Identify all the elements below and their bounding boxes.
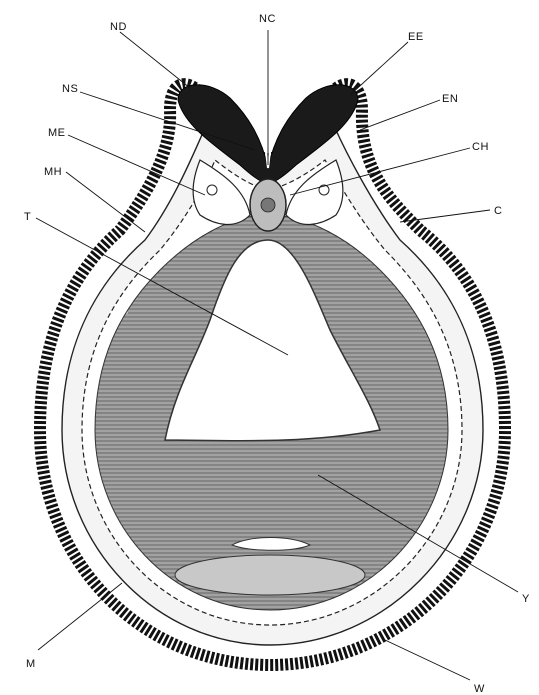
label-ch: CH: [472, 141, 489, 153]
label-m: M: [26, 658, 36, 670]
label-nc: NC: [259, 13, 276, 25]
label-c: C: [494, 205, 502, 217]
label-mh: MH: [44, 166, 62, 178]
label-nd: ND: [110, 21, 127, 33]
label-y: Y: [522, 593, 530, 605]
yolk-cell-cluster: [175, 555, 365, 595]
label-ns: NS: [62, 83, 78, 95]
label-me: ME: [48, 127, 66, 139]
label-ee: EE: [408, 31, 424, 43]
label-w: W: [474, 683, 485, 695]
label-t: T: [24, 211, 31, 223]
label-en: EN: [442, 93, 458, 105]
